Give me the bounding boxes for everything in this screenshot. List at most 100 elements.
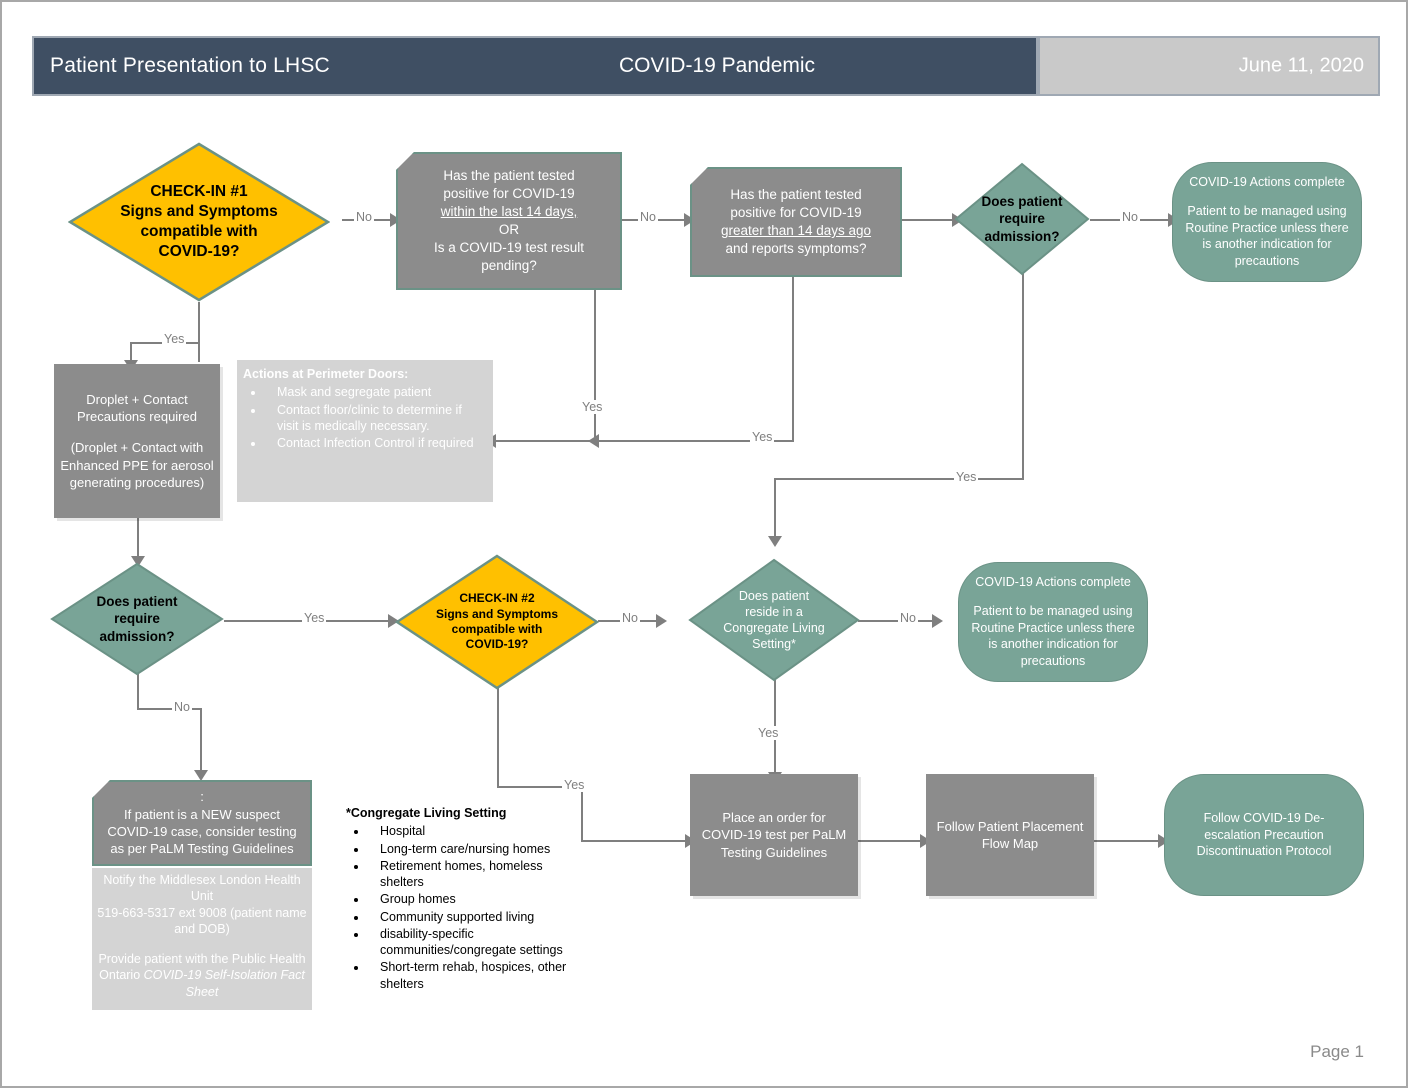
process-new-suspect-case[interactable]: : If patient is a NEW suspect COVID-19 c… <box>92 780 312 866</box>
diamond-shape <box>395 554 599 690</box>
process-place-order-covid-test[interactable]: Place an order for COVID-19 test per PaL… <box>690 774 858 896</box>
list-item: Long-term care/nursing homes <box>346 841 586 857</box>
arrowhead <box>920 834 931 848</box>
connector-testedgt14d-yes-h <box>594 440 794 442</box>
connector-testedgt14d-yes-v <box>792 277 794 442</box>
list-item: Mask and segregate patient <box>243 384 485 400</box>
edge-label-no-3: No <box>1120 210 1140 224</box>
edge-label-yes-testedgt14d: Yes <box>750 430 775 444</box>
terminator-actions-complete-1-label: COVID-19 Actions complete Patient to be … <box>1185 175 1349 269</box>
connector-admission1-yes-v1 <box>1022 260 1024 480</box>
connector-admission1-yes-h <box>774 478 1024 480</box>
connector-tested14d-yes-h <box>494 440 596 442</box>
arrowhead <box>768 536 782 547</box>
arrowhead <box>588 434 599 448</box>
edge-label-yes-tested14d: Yes <box>580 400 605 414</box>
arrowhead <box>388 614 399 628</box>
congregate-list-title: *Congregate Living Setting <box>346 806 507 820</box>
connector-congregate-no <box>858 620 936 622</box>
list-item: Community supported living <box>346 909 586 925</box>
arrowhead <box>656 614 667 628</box>
connector-checkin2-yes-h2 <box>581 840 689 842</box>
edge-label-no-2: No <box>638 210 658 224</box>
question-tested-within-14-days-label: Has the patient tested positive for COVI… <box>433 168 585 273</box>
panel-congregate-living-setting: *Congregate Living Setting Hospital Long… <box>346 805 586 993</box>
header-date-box: June 11, 2020 <box>1038 36 1380 96</box>
process-droplet-contact-precautions-label: Droplet + Contact Precautions required (… <box>60 391 214 490</box>
connector-admission2-no-v1 <box>137 674 139 710</box>
connector-checkin2-yes-v1 <box>497 688 499 788</box>
header-title-bar: Patient Presentation to LHSC COVID-19 Pa… <box>32 36 1038 96</box>
diamond-shape <box>954 162 1090 276</box>
edge-label-yes-admission1: Yes <box>954 470 979 484</box>
terminator-actions-complete-2-label: COVID-19 Actions complete Patient to be … <box>971 575 1135 669</box>
terminator-actions-complete-1[interactable]: COVID-19 Actions complete Patient to be … <box>1172 162 1362 282</box>
notify-line-3: Provide patient with the Public Health O… <box>96 951 308 1000</box>
diamond-shape <box>68 142 330 302</box>
page-header: Patient Presentation to LHSC COVID-19 Pa… <box>32 36 1380 98</box>
list-item: Hospital <box>346 823 586 839</box>
page-number: Page 1 <box>1310 1042 1364 1061</box>
connector-checkin2-yes-v2 <box>581 786 583 842</box>
arrowhead <box>131 556 145 567</box>
list-item: Contact floor/clinic to determine if vis… <box>243 402 485 435</box>
notify-fact-sheet-title: COVID-19 Self-Isolation Fact Sheet <box>143 968 305 999</box>
connector-flowmap-to-deescalation <box>1094 840 1162 842</box>
arrowhead <box>390 213 401 227</box>
question-tested-greater-14-days-label: Has the patient tested positive for COVI… <box>720 187 872 256</box>
edge-label-yes-checkin2: Yes <box>562 778 587 792</box>
edge-label-yes-admission2: Yes <box>302 611 327 625</box>
header-date: June 11, 2020 <box>1238 54 1364 77</box>
edge-label-no-admission2: No <box>172 700 192 714</box>
edge-label-yes-congregate: Yes <box>756 726 781 740</box>
congregate-list: Hospital Long-term care/nursing homes Re… <box>346 823 586 992</box>
list-item: disability-specific communities/congrega… <box>346 926 586 959</box>
edge-label-no-congregate: No <box>898 611 918 625</box>
connector-placeorder-to-flowmap <box>858 840 924 842</box>
connector-admission2-no-h <box>137 708 202 710</box>
edge-label-no-1: No <box>354 210 374 224</box>
panel-perimeter-title: Actions at Perimeter Doors: <box>243 367 409 381</box>
connector-checkin1-yes <box>198 302 200 362</box>
arrowhead <box>194 770 208 781</box>
connector-droplet-to-admission2 <box>137 518 139 562</box>
arrowhead <box>1158 834 1169 848</box>
notify-line-3-text: Provide patient with the Public Health O… <box>98 952 306 983</box>
question-tested-within-14-days[interactable]: Has the patient tested positive for COVI… <box>396 152 622 290</box>
list-item: Retirement homes, homeless shelters <box>346 858 586 891</box>
process-new-suspect-case-label: : If patient is a NEW suspect COVID-19 c… <box>107 789 297 857</box>
notify-line-1: Notify the Middlesex London Health Unit <box>103 873 301 904</box>
list-item: Short-term rehab, hospices, other shelte… <box>346 959 586 992</box>
diamond-shape <box>50 562 224 676</box>
terminator-actions-complete-2[interactable]: COVID-19 Actions complete Patient to be … <box>958 562 1148 682</box>
header-title: Patient Presentation to LHSC <box>50 54 330 77</box>
notify-line-2: 519-663-5317 ext 9008 (patient name and … <box>97 905 307 936</box>
arrowhead <box>684 213 695 227</box>
list-item: Group homes <box>346 891 586 907</box>
process-droplet-contact-precautions[interactable]: Droplet + Contact Precautions required (… <box>54 364 220 518</box>
arrowhead <box>932 614 943 628</box>
terminator-deescalation-protocol[interactable]: Follow COVID-19 De-escalation Precaution… <box>1164 774 1364 896</box>
header-subtitle: COVID-19 Pandemic <box>618 54 816 77</box>
panel-actions-at-perimeter-doors: Actions at Perimeter Doors: Mask and seg… <box>237 360 493 502</box>
connector-checkin2-yes-h1 <box>497 786 583 788</box>
connector-admission2-no-v2 <box>200 708 202 774</box>
connector-checkin1-yes-v <box>130 342 132 364</box>
edge-label-yes-checkin1: Yes <box>162 332 187 346</box>
connector-tested14d-yes-v <box>594 290 596 442</box>
process-patient-placement-flow-map[interactable]: Follow Patient Placement Flow Map <box>926 774 1094 896</box>
panel-notify-health-unit: Notify the Middlesex London Health Unit … <box>92 868 312 1010</box>
panel-perimeter-list: Mask and segregate patient Contact floor… <box>243 384 485 451</box>
list-item: Contact Infection Control if required <box>243 435 485 451</box>
question-tested-greater-14-days[interactable]: Has the patient tested positive for COVI… <box>690 167 902 277</box>
connector-admission1-yes-v2 <box>774 478 776 540</box>
